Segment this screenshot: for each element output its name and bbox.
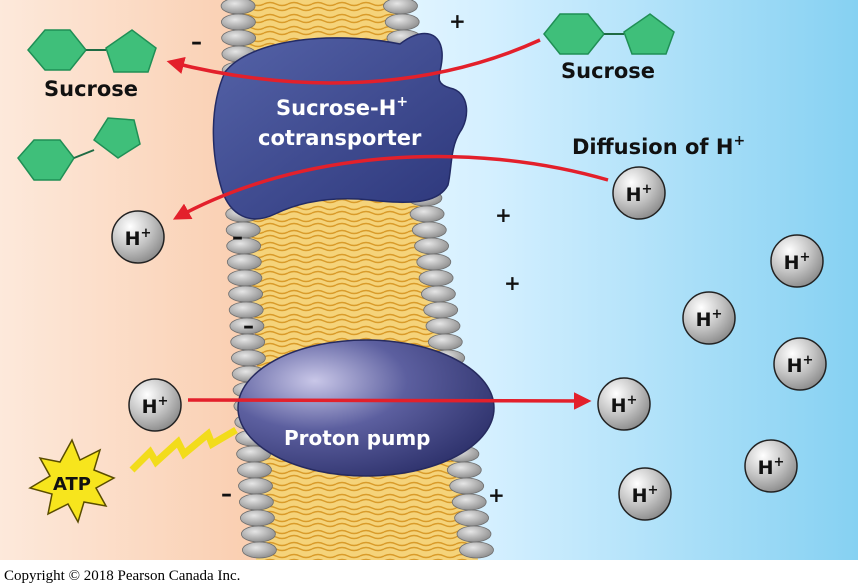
diffusion-label: Diffusion of H+ — [572, 133, 745, 159]
minus-sign: – — [221, 482, 232, 507]
proton-pump-arrow — [187, 392, 592, 410]
h-ion-exterior-4 — [744, 439, 798, 493]
lipid-head — [423, 301, 459, 319]
h-ion-exterior-5 — [618, 467, 672, 521]
copyright-caption: Copyright © 2018 Pearson Canada Inc. — [4, 568, 241, 584]
lipid-head — [221, 29, 257, 47]
lipid-head — [230, 349, 266, 367]
lipid-head — [456, 525, 492, 543]
plus-sign: + — [504, 271, 521, 295]
lipid-head — [459, 541, 494, 559]
lipid-head — [237, 461, 272, 479]
h-ion-label: H+ — [611, 393, 638, 417]
lipid-head — [241, 541, 277, 559]
cotransporter-label: cotransporter — [258, 126, 422, 150]
sucrose-label-right: Sucrose — [561, 59, 655, 83]
h-ion-label: H+ — [787, 353, 814, 377]
h-ion-label: H+ — [696, 307, 723, 331]
sucrose-arrow — [166, 38, 541, 85]
lipid-head — [411, 221, 447, 239]
lipid-head — [418, 269, 454, 287]
sucrose-molecule-left-bottom — [17, 117, 141, 181]
lipid-head — [384, 13, 420, 31]
cotransporter-label: Sucrose-H+ — [276, 94, 408, 120]
h-diffusion-arrow — [172, 154, 609, 220]
lipid-head — [414, 237, 450, 255]
h-ion-diffusing — [612, 166, 666, 220]
h-ion-pumped — [597, 377, 651, 431]
h-ion-exterior-1 — [770, 234, 824, 288]
plus-sign: + — [488, 483, 505, 507]
h-ion-cytoplasm-lower — [128, 378, 182, 432]
minus-sign: – — [232, 225, 243, 250]
lipid-head — [454, 509, 490, 527]
lipid-head — [226, 253, 262, 271]
lipid-head — [427, 333, 463, 351]
lipid-head — [446, 461, 482, 479]
h-ion-label: H+ — [784, 250, 811, 274]
lipid-head — [227, 269, 263, 287]
lipid-head — [451, 493, 487, 511]
lipid-head — [409, 205, 445, 223]
proton-pump-protein — [237, 339, 495, 477]
sucrose-molecule-left-top — [27, 29, 157, 73]
plus-sign: + — [449, 9, 466, 33]
lipid-head — [220, 13, 256, 31]
minus-sign: – — [191, 30, 202, 55]
h-ion-exterior-2 — [682, 291, 736, 345]
lipid-head — [239, 509, 275, 527]
lipid-head — [420, 285, 456, 303]
h-ion-label: H+ — [758, 455, 785, 479]
h-ion-label: H+ — [626, 182, 653, 206]
h-ion-label: H+ — [632, 483, 659, 507]
atp-label: ATP — [53, 474, 91, 495]
plus-sign: + — [495, 203, 512, 227]
lipid-head — [449, 477, 485, 495]
lipid-head — [228, 285, 264, 303]
lipid-head — [238, 493, 274, 511]
lipid-head — [425, 317, 461, 335]
lipid-head — [240, 525, 276, 543]
proton-pump-label: Proton pump — [284, 426, 430, 450]
lipid-head — [220, 0, 256, 15]
sucrose-label-left: Sucrose — [44, 77, 138, 101]
energy-bolt-icon — [129, 426, 238, 473]
lipid-head — [416, 253, 452, 271]
minus-sign: – — [243, 314, 254, 339]
h-ion-label: H+ — [125, 226, 152, 250]
h-ion-exterior-3 — [773, 337, 827, 391]
cotransport-diagram: H+ H+ H+ H+ H+ H+ H+ H+ H+ Sucrose Sucro… — [0, 0, 858, 560]
atp-starburst — [28, 438, 116, 524]
h-ion-cytoplasm-upper — [111, 210, 165, 264]
h-ion-label: H+ — [142, 394, 169, 418]
lipid-head — [383, 0, 418, 15]
lipid-head — [238, 477, 273, 495]
sucrose-molecule-right — [543, 13, 675, 55]
